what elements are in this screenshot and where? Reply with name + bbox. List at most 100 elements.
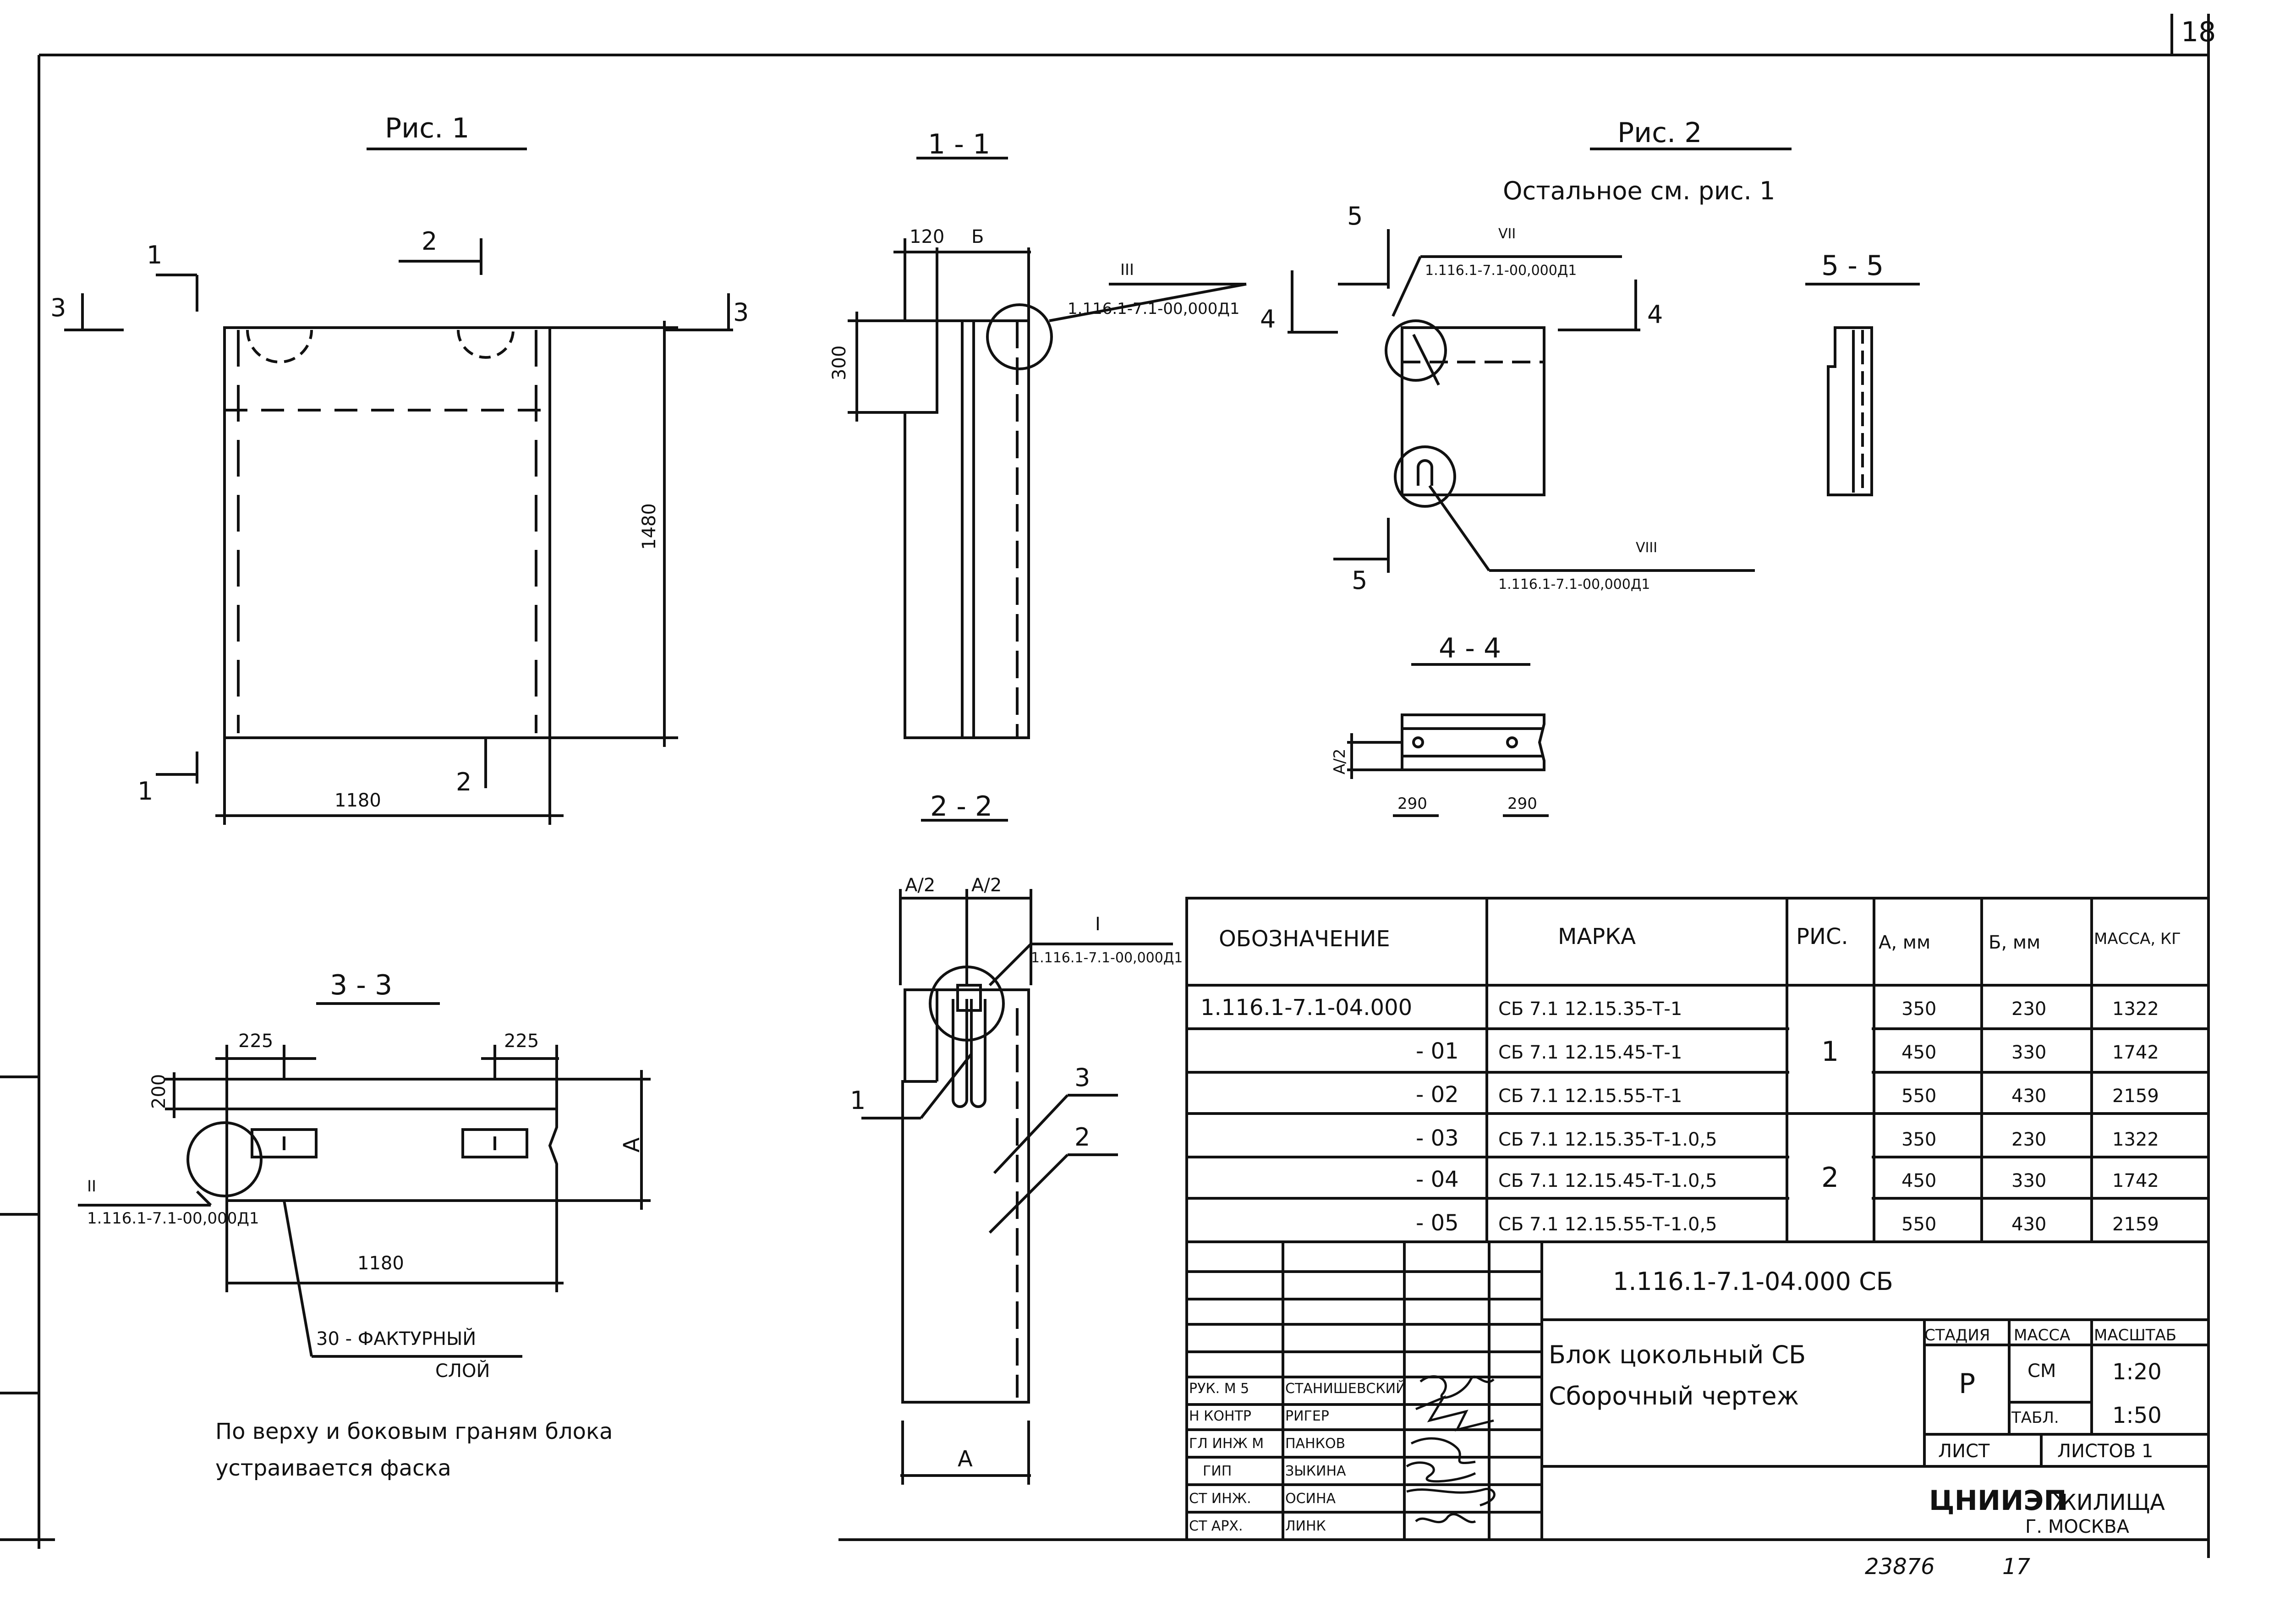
position-1: 1	[850, 1086, 866, 1115]
section-4-4-title: 4 - 4	[1439, 632, 1501, 664]
dim-a: A	[958, 1446, 973, 1472]
cell-designation: 1.116.1-7.1-04.000	[1200, 995, 1412, 1020]
signer-name: РИГЕР	[1285, 1408, 1329, 1424]
fig2-title: Рис. 2	[1617, 117, 1702, 149]
cell-designation: - 02	[1416, 1082, 1459, 1108]
callout-num: VII	[1498, 226, 1516, 242]
cell-mass: 1742	[2112, 1042, 2159, 1063]
layer-label: СЛОЙ	[435, 1360, 490, 1382]
dim-a-half: A/2	[905, 875, 935, 896]
cell-b: 430	[2011, 1214, 2046, 1235]
signer-role: СТ ИНЖ.	[1189, 1491, 1251, 1507]
header-mark: МАРКА	[1558, 924, 1636, 949]
cut-label: 4	[1260, 305, 1276, 334]
stage-value: Р	[1959, 1368, 1975, 1400]
section-4-4	[1347, 663, 1549, 817]
org-main: ЦНИИЭП	[1929, 1485, 2067, 1517]
signer-role: РУК. М 5	[1189, 1381, 1249, 1397]
cell-mark: СБ 7.1 12.15.55-Т-1.0,5	[1498, 1214, 1717, 1235]
cell-a: 550	[1901, 1214, 1936, 1235]
layer-label: 30 - ФАКТУРНЫЙ	[316, 1328, 476, 1350]
header-designation: ОБОЗНАЧЕНИЕ	[1219, 926, 1390, 952]
fig1-cut-label: 3	[733, 298, 749, 327]
dim-1180: 1180	[357, 1253, 404, 1274]
cell-a: 550	[1901, 1086, 1936, 1107]
dim-a-half: A/2	[1331, 749, 1349, 774]
page-number: 17	[2002, 1554, 2031, 1580]
fig1-dim-height: 1480	[639, 503, 660, 550]
callout-num: III	[1120, 261, 1134, 279]
fig2-view	[1288, 148, 1792, 573]
cell-b: 430	[2011, 1086, 2046, 1107]
mass-value: СМ	[2027, 1361, 2056, 1382]
cell-designation: - 03	[1416, 1125, 1459, 1151]
fig1-cut-label: 1	[137, 777, 153, 806]
fig1-cut-label: 2	[422, 227, 437, 256]
signer-name: ЗЫКИНА	[1285, 1463, 1346, 1479]
signatures	[1406, 1375, 1496, 1524]
section-3-3	[78, 1002, 651, 1358]
signer-role: СТ АРХ.	[1189, 1518, 1243, 1534]
doc-code: 1.116.1-7.1-04.000 СБ	[1613, 1267, 1893, 1296]
signer-name: ОСИНА	[1285, 1491, 1336, 1507]
cell-mark: СБ 7.1 12.15.35-Т-1	[1498, 999, 1682, 1020]
doc-name-line2: Сборочный чертеж	[1549, 1382, 1799, 1410]
doc-name-line1: Блок цокольный СБ	[1549, 1340, 1806, 1369]
fig1-title: Рис. 1	[385, 112, 469, 144]
fig1-view: Рис. 1	[64, 112, 733, 825]
cell-fig-group: 1	[1821, 1036, 1839, 1068]
cell-b: 330	[2011, 1042, 2046, 1063]
cell-fig-group: 2	[1821, 1162, 1839, 1194]
callout-ref: 1.116.1-7.1-00,000Д1	[1031, 950, 1183, 966]
section-2-2	[861, 819, 1173, 1485]
org-city: Г. МОСКВА	[2025, 1516, 2130, 1537]
cell-mass: 1742	[2112, 1170, 2159, 1191]
fig1-cut-label: 3	[50, 293, 66, 322]
title-block	[1185, 1240, 2210, 1541]
section-5-5-title: 5 - 5	[1821, 250, 1884, 282]
callout-ref: 1.116.1-7.1-00,000Д1	[1068, 300, 1240, 318]
org-sub: ЖИЛИЩА	[2053, 1490, 2165, 1515]
sheet-frame	[0, 14, 2210, 1558]
sheet-label: ЛИСТ	[1938, 1441, 1990, 1462]
cell-mass: 2159	[2112, 1086, 2159, 1107]
signer-role: Н КОНТР	[1189, 1408, 1251, 1424]
cell-designation: - 01	[1416, 1038, 1459, 1064]
cell-mass: 1322	[2112, 1129, 2159, 1150]
mass-label: МАССА	[2014, 1326, 2070, 1344]
header-fig: РИС.	[1796, 924, 1848, 949]
signer-name: ПАНКОВ	[1285, 1436, 1345, 1452]
callout-ref: 1.116.1-7.1-00,000Д1	[1498, 576, 1650, 593]
section-2-2-title: 2 - 2	[930, 790, 992, 823]
dim-120: 120	[910, 226, 944, 247]
sheets-label: ЛИСТОВ 1	[2057, 1441, 2153, 1462]
position-2: 2	[1074, 1123, 1090, 1152]
signer-role: ГЛ ИНЖ М	[1189, 1436, 1264, 1452]
note-line2: устраивается фаска	[215, 1455, 451, 1481]
cell-mark: СБ 7.1 12.15.45-Т-1	[1498, 1042, 1682, 1063]
header-mass: МАССА, КГ	[2094, 930, 2181, 948]
section-3-3-title: 3 - 3	[330, 969, 392, 1001]
dim-225: 225	[504, 1031, 539, 1052]
cell-a: 350	[1901, 1129, 1936, 1150]
cut-label: 4	[1647, 300, 1663, 329]
signer-role: ГИП	[1203, 1463, 1232, 1479]
note-line1: По верху и боковым граням блока	[215, 1419, 613, 1444]
dim-300: 300	[829, 346, 850, 380]
fig1-cut-label: 1	[147, 241, 162, 269]
cell-a: 450	[1901, 1170, 1936, 1191]
dim-a-half: A/2	[971, 875, 1002, 896]
cell-designation: - 04	[1416, 1167, 1459, 1192]
position-3: 3	[1074, 1063, 1090, 1092]
cell-a: 350	[1901, 999, 1936, 1020]
header-a: А, мм	[1879, 932, 1930, 953]
dim-b: Б	[971, 226, 984, 247]
dim-200: 200	[148, 1074, 170, 1109]
section-1-1	[848, 157, 1247, 739]
dim-290: 290	[1507, 795, 1537, 813]
signer-name: ЛИНК	[1285, 1518, 1326, 1534]
cell-mark: СБ 7.1 12.15.45-Т-1.0,5	[1498, 1170, 1717, 1191]
cell-b: 230	[2011, 1129, 2046, 1150]
stage-label: СТАДИЯ	[1924, 1326, 1990, 1344]
